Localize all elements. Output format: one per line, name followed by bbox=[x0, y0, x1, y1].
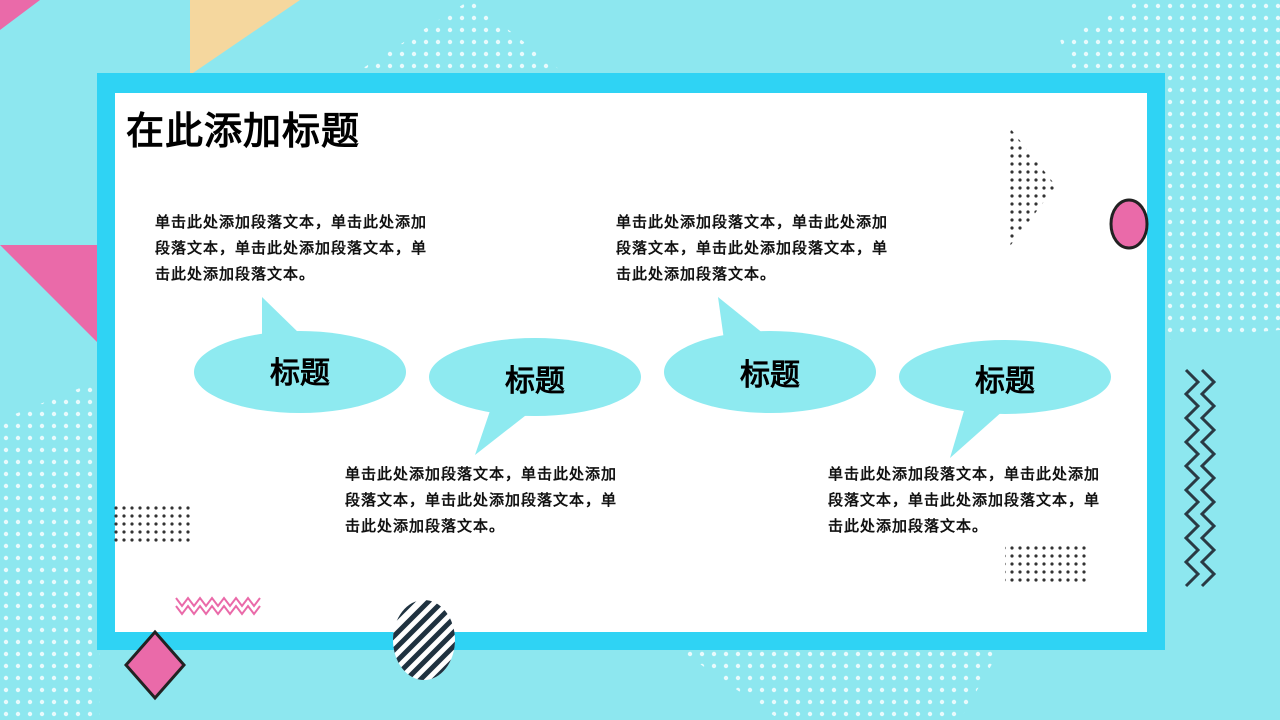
bubble-4 bbox=[899, 340, 1111, 414]
bubbles bbox=[194, 297, 1111, 458]
dot-grid-left bbox=[114, 506, 194, 546]
item-4-heading: 标题 bbox=[975, 364, 1035, 399]
pink-triangle bbox=[0, 245, 100, 345]
white-dot-left bbox=[0, 380, 100, 720]
bubble-3 bbox=[664, 331, 876, 413]
white-dot-bottom bbox=[680, 650, 1000, 720]
black-zigzag-icon bbox=[1183, 368, 1217, 588]
bubble-4-tail bbox=[950, 404, 1004, 458]
pink-zigzag bbox=[175, 596, 261, 608]
item-2-text: 单击此处添加段落文本，单击此处添加段落文本，单击此处添加段落文本，单击此处添加段… bbox=[345, 465, 618, 535]
pink-zigzag-2 bbox=[175, 604, 261, 616]
item-1-text: 单击此处添加段落文本，单击此处添加段落文本，单击此处添加段落文本，单击此处添加段… bbox=[155, 213, 428, 283]
bubble-1 bbox=[194, 331, 406, 413]
peach-triangle bbox=[190, 0, 300, 75]
pink-diamond-icon bbox=[124, 629, 186, 701]
white-dot-triangle bbox=[360, 0, 560, 70]
bubble-3-tail bbox=[718, 297, 764, 340]
pink-circle-icon bbox=[1109, 198, 1149, 250]
item-3-heading: 标题 bbox=[740, 358, 800, 393]
item-4-text: 单击此处添加段落文本，单击此处添加段落文本，单击此处添加段落文本，单击此处添加段… bbox=[828, 465, 1101, 535]
bubble-2 bbox=[429, 338, 641, 416]
dotted-triangle-icon bbox=[1010, 128, 1056, 246]
bubble-2-tail bbox=[475, 405, 530, 455]
page-title: 在此添加标题 bbox=[126, 108, 361, 153]
pink-corner bbox=[0, 0, 40, 30]
bubble-1-tail bbox=[262, 297, 302, 340]
dot-grid-right bbox=[1005, 543, 1087, 583]
item-3-text: 单击此处添加段落文本，单击此处添加段落文本，单击此处添加段落文本，单击此处添加段… bbox=[616, 213, 889, 283]
item-1-heading: 标题 bbox=[270, 356, 330, 391]
item-2-heading: 标题 bbox=[505, 364, 565, 399]
